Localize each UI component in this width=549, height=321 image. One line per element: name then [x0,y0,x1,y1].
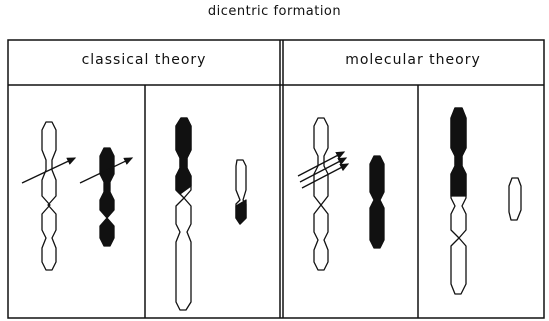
dicentric-filled-top [176,118,191,194]
dicentric-molecular-filled [451,108,466,196]
chromosome-outline-molecular [314,118,328,270]
chromosome-outline-1 [42,122,56,270]
fragment-molecular [509,178,521,220]
chromosome-filled-1 [100,148,114,246]
chromosome-filled-molecular [370,156,384,248]
